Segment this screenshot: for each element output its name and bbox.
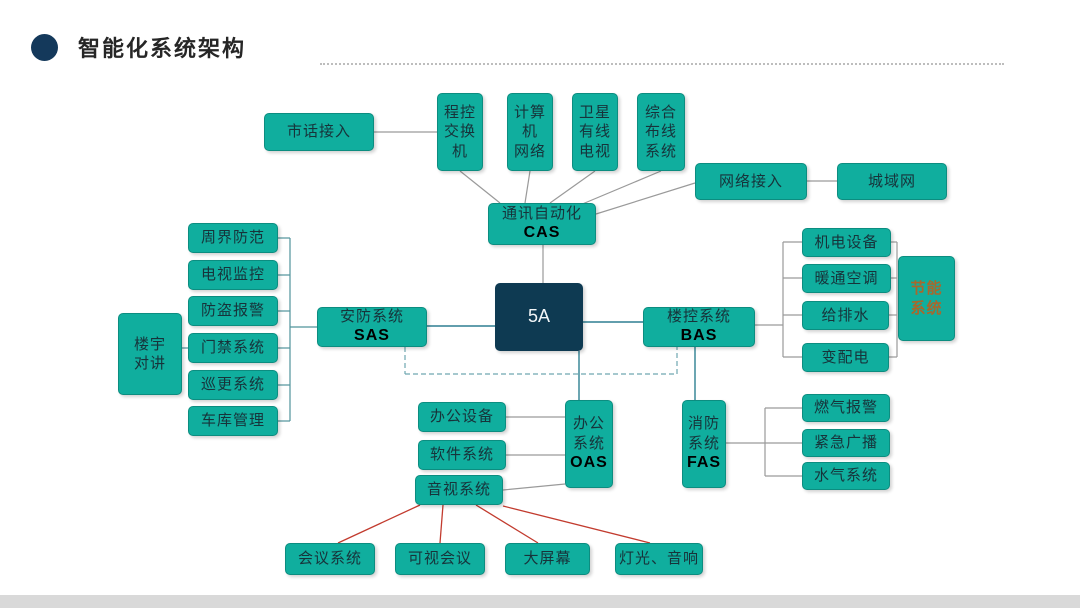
node-power-distribution: 变配电 (802, 343, 889, 372)
node-hvac: 暖通空调 (802, 264, 891, 293)
node-water-supply-drainage: 给排水 (802, 301, 889, 330)
node-mechanical-equipment: 机电设备 (802, 228, 891, 257)
node-metro-network: 城域网 (837, 163, 947, 200)
node-video-conference: 可视会议 (395, 543, 485, 575)
node-av-system: 音视系统 (415, 475, 503, 505)
node-garage-management: 车库管理 (188, 406, 278, 436)
node-5a-core: 5A (495, 283, 583, 351)
node-city-phone-access: 市话接入 (264, 113, 374, 151)
node-office-equipment: 办公设备 (418, 402, 506, 432)
node-energy-saving-system: 节能 系统 (898, 256, 955, 341)
node-cctv-monitoring: 电视监控 (188, 260, 278, 290)
title-bullet-icon (31, 34, 58, 61)
node-burglar-alarm: 防盗报警 (188, 296, 278, 326)
node-satellite-cable-tv: 卫星 有线 电视 (572, 93, 618, 171)
node-structured-cabling: 综合 布线 系统 (637, 93, 685, 171)
node-network-access: 网络接入 (695, 163, 807, 200)
node-building-intercom: 楼宇 对讲 (118, 313, 182, 395)
page-title: 智能化系统架构 (78, 36, 247, 61)
node-computer-network: 计算 机 网络 (507, 93, 553, 171)
slide-bottom-strip (0, 595, 1080, 608)
node-access-control: 门禁系统 (188, 333, 278, 363)
node-perimeter-defense: 周界防范 (188, 223, 278, 253)
node-emergency-broadcast: 紧急广播 (802, 429, 890, 457)
node-patrol-system: 巡更系统 (188, 370, 278, 400)
node-conference-system: 会议系统 (285, 543, 375, 575)
node-program-switchboard: 程控 交换 机 (437, 93, 483, 171)
node-lighting-audio: 灯光、音响 (615, 543, 703, 575)
node-water-gas-system: 水气系统 (802, 462, 890, 490)
node-gas-alarm: 燃气报警 (802, 394, 890, 422)
node-large-screen: 大屏幕 (505, 543, 590, 575)
title-dotted-rule (320, 63, 1004, 65)
node-software-system: 软件系统 (418, 440, 506, 470)
